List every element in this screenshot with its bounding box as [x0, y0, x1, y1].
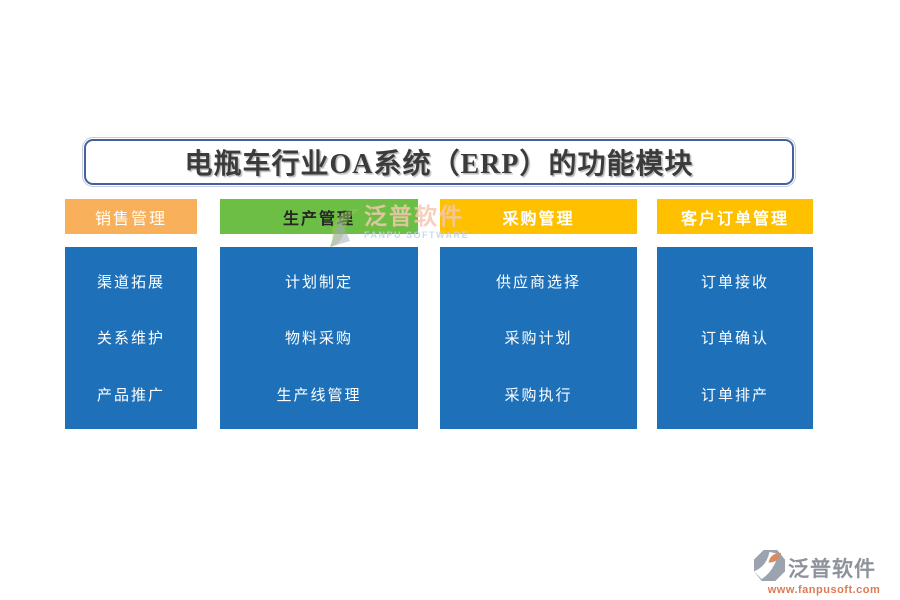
column-header-4: 客户订单管理: [657, 199, 813, 234]
watermark-corner-url: www.fanpusoft.com: [767, 584, 881, 596]
module-item: 关系维护: [96, 330, 165, 348]
column-header-1-label: 销售管理: [94, 210, 167, 228]
column-header-3-label: 采购管理: [502, 210, 575, 228]
column-body-4: 订单接收 订单确认 订单排产: [657, 247, 813, 429]
column-header-4-label: 客户订单管理: [680, 210, 789, 228]
module-item: 渠道拓展: [96, 273, 165, 291]
module-item: 供应商选择: [495, 273, 581, 291]
column-header-2-label: 生产管理: [282, 210, 355, 228]
module-item: 订单确认: [700, 330, 769, 348]
fanpu-hexagon-logo-icon: [753, 549, 786, 587]
watermark-corner: 泛普软件 www.fanpusoft.com: [753, 549, 895, 596]
column-header-2: 生产管理: [220, 199, 418, 234]
module-item: 订单接收: [700, 273, 769, 291]
column-body-2: 计划制定 物料采购 生产线管理: [220, 247, 418, 429]
module-item: 物料采购: [284, 330, 353, 348]
watermark-corner-name: 泛普软件: [788, 558, 876, 581]
module-item: 采购执行: [504, 387, 573, 405]
column-body-1: 渠道拓展 关系维护 产品推广: [65, 247, 197, 429]
column-header-3: 采购管理: [440, 199, 637, 234]
module-item: 生产线管理: [276, 387, 362, 405]
title-box: 电瓶车行业OA系统（ERP）的功能模块: [82, 137, 796, 187]
module-item: 产品推广: [96, 387, 165, 405]
page-title: 电瓶车行业OA系统（ERP）的功能模块: [184, 149, 694, 180]
module-item: 订单排产: [700, 387, 769, 405]
module-item: 计划制定: [284, 273, 353, 291]
module-item: 采购计划: [504, 330, 573, 348]
column-body-3: 供应商选择 采购计划 采购执行: [440, 247, 637, 429]
column-header-1: 销售管理: [65, 199, 197, 234]
